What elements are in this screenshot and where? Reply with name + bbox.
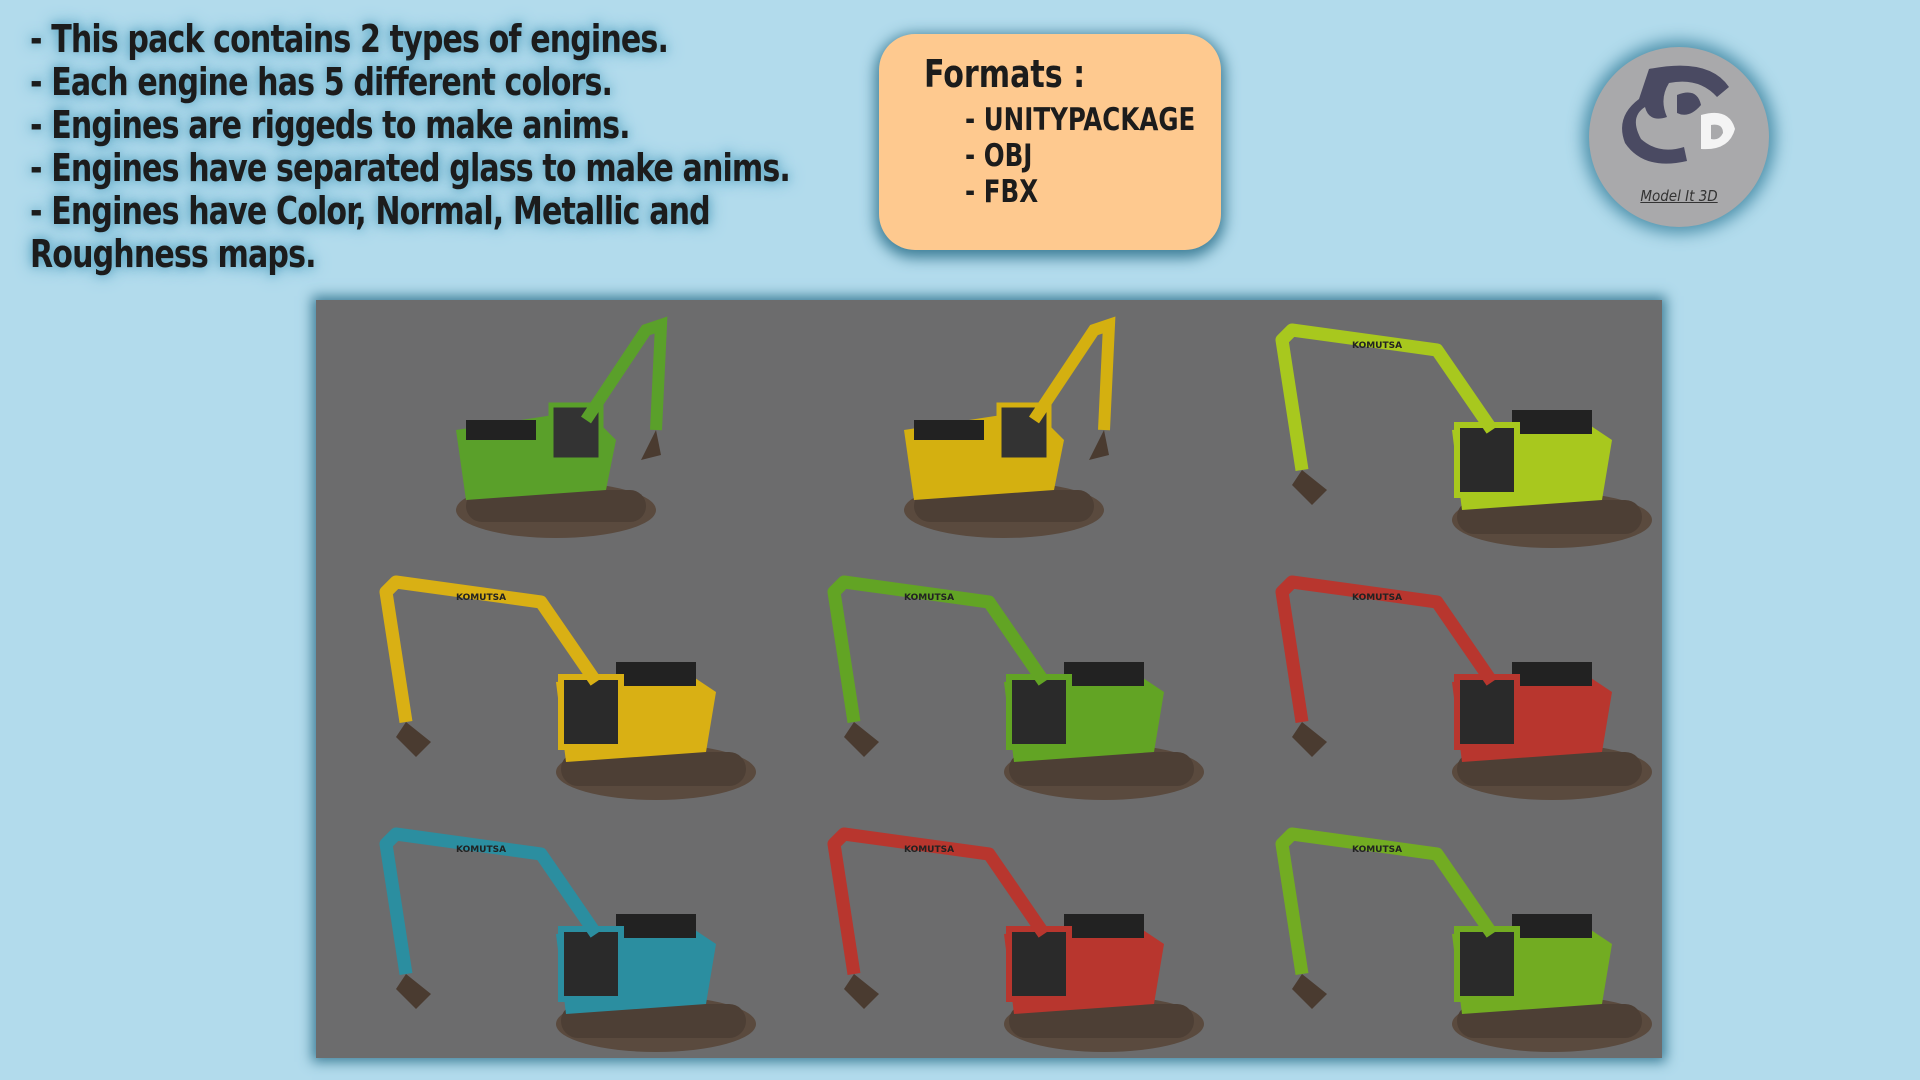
- feature-list: - This pack contains 2 types of engines.…: [30, 18, 894, 276]
- feature-item: - Engines are riggeds to make anims.: [30, 103, 631, 147]
- excavator-icon: KOMUTSA: [827, 827, 1204, 1052]
- svg-text:KOMUTSA: KOMUTSA: [456, 845, 506, 855]
- formats-list: - UNITYPACKAGE - OBJ - FBX: [965, 102, 1227, 210]
- formats-title: Formats :: [924, 52, 1086, 96]
- svg-text:KOMUTSA: KOMUTSA: [1352, 593, 1402, 603]
- excavator-icon: KOMUTSA: [1275, 827, 1652, 1052]
- excavator-render: [804, 310, 1224, 560]
- logo: Model It 3D: [1589, 47, 1769, 227]
- render-panel: KOMUTSA KOMUTSA KOMUTSA: [316, 300, 1662, 1058]
- excavator-icon: [456, 316, 668, 538]
- svg-text:KOMUTSA: KOMUTSA: [456, 593, 506, 603]
- excavator-render: KOMUTSA: [1252, 814, 1672, 1064]
- formats-box: Formats : - UNITYPACKAGE - OBJ - FBX: [879, 34, 1221, 250]
- excavator-icon: KOMUTSA: [1275, 575, 1652, 800]
- excavator-render: KOMUTSA: [1252, 310, 1672, 560]
- excavator-icon: KOMUTSA: [827, 575, 1204, 800]
- excavator-render: KOMUTSA: [356, 562, 776, 812]
- excavator-render: KOMUTSA: [1252, 562, 1672, 812]
- logo-text: Model It 3D: [1640, 187, 1718, 205]
- format-item: - OBJ: [965, 138, 1033, 174]
- excavator-render: KOMUTSA: [356, 814, 776, 1064]
- feature-item: - Engines have Color, Normal, Metallic a…: [30, 189, 711, 233]
- excavator-render: KOMUTSA: [804, 562, 1224, 812]
- svg-text:KOMUTSA: KOMUTSA: [1352, 845, 1402, 855]
- format-item: - FBX: [965, 174, 1039, 210]
- format-item: - UNITYPACKAGE: [965, 102, 1196, 138]
- feature-item: - This pack contains 2 types of engines.: [30, 17, 669, 61]
- excavator-render: KOMUTSA: [804, 814, 1224, 1064]
- svg-text:KOMUTSA: KOMUTSA: [904, 845, 954, 855]
- excavator-icon: KOMUTSA: [379, 575, 756, 800]
- excavator-render: [356, 310, 776, 560]
- feature-item: - Engines have separated glass to make a…: [30, 146, 791, 190]
- feature-item: - Each engine has 5 different colors.: [30, 60, 613, 104]
- logo-mark-icon: [1622, 65, 1735, 164]
- feature-item: Roughness maps.: [30, 232, 317, 276]
- excavator-icon: [904, 316, 1116, 538]
- excavator-icon: KOMUTSA: [1275, 323, 1652, 548]
- svg-text:KOMUTSA: KOMUTSA: [1352, 341, 1402, 351]
- svg-text:KOMUTSA: KOMUTSA: [904, 593, 954, 603]
- excavator-icon: KOMUTSA: [379, 827, 756, 1052]
